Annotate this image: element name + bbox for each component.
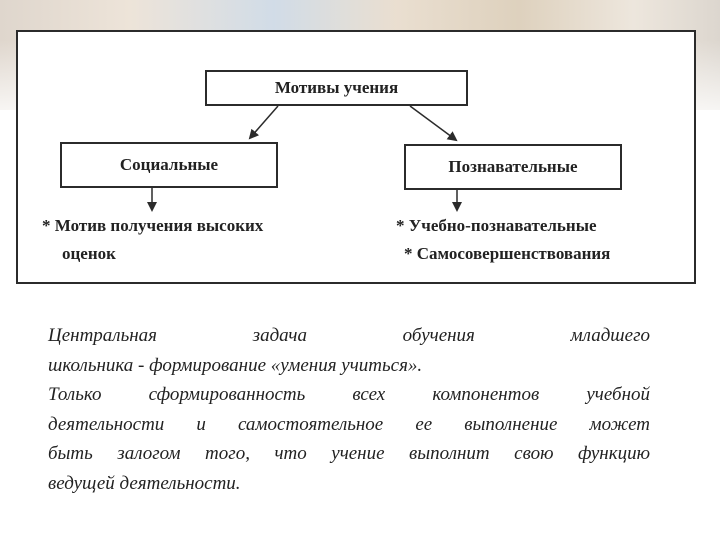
social-node: Социальные [60, 142, 278, 188]
body-text-line-3: Только сформированность всех компонентов… [48, 384, 650, 405]
cognitive-item-1: * Учебно-познавательные [396, 216, 597, 235]
social-item-line1: * Мотив получения высоких [42, 212, 263, 240]
cognitive-node-label: Познавательные [448, 157, 578, 176]
root-node-label: Мотивы учения [274, 78, 399, 97]
cognitive-item-2: * Самосовершенствования [404, 244, 611, 263]
social-item-marker: * [42, 216, 51, 235]
body-text-line-5: быть залогом того, что учение выполнит с… [48, 443, 650, 464]
body-text-line-4: деятельности и самостоятельное ее выполн… [48, 413, 650, 435]
social-node-label: Социальные [119, 155, 219, 174]
diagram-panel: Мотивы учения Социальные Познавательные … [16, 30, 696, 284]
arrow-root-to-social [248, 105, 279, 140]
root-node: Мотивы учения [205, 70, 468, 106]
body-text-line-1: Центральная задача обучения младшего [48, 325, 650, 346]
diagram-connectors [147, 105, 462, 212]
body-text: Центральная задача обучения младшего шко… [48, 321, 650, 498]
cognitive-node: Познавательные [404, 144, 622, 190]
body-text-line-6: ведущей деятельности. [48, 472, 241, 494]
social-item-text: Мотив получения высоких [54, 216, 264, 235]
arrow-root-to-cognitive [409, 105, 458, 142]
body-text-line-2: школьника - формирование «умения учиться… [48, 354, 423, 376]
social-item-line2: оценок [62, 244, 116, 263]
